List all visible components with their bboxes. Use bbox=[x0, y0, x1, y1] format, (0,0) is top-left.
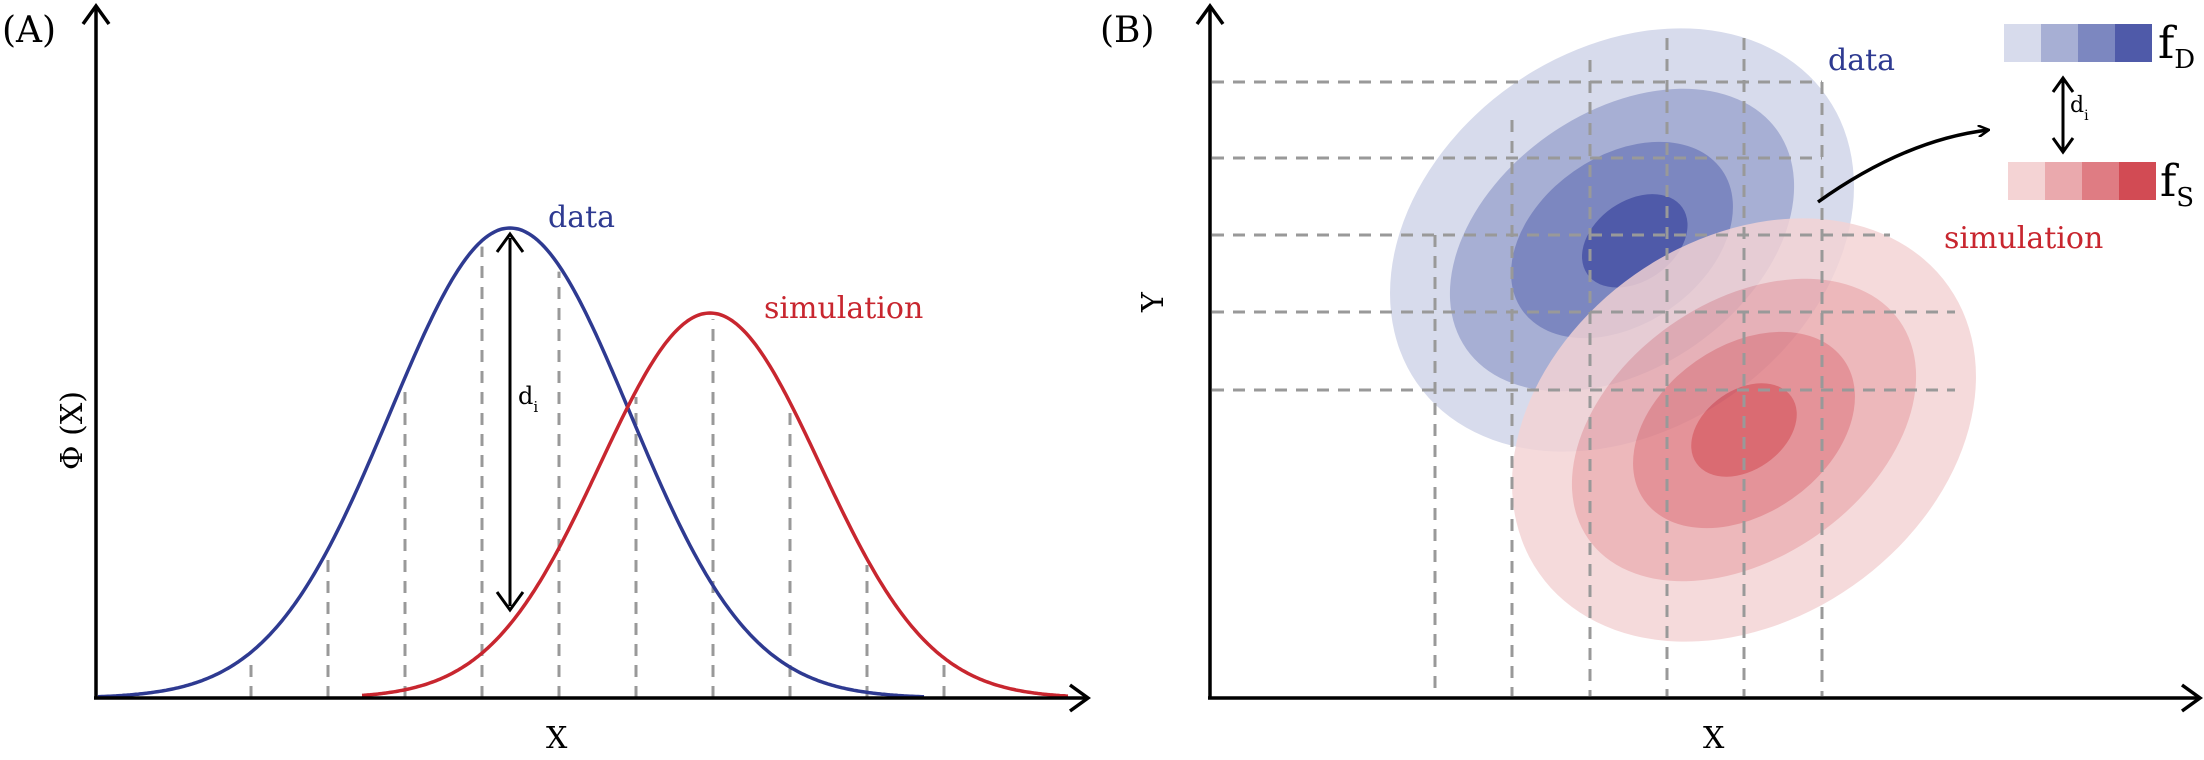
data-curve bbox=[97, 226, 925, 699]
panel-a-distance-label: di bbox=[518, 382, 538, 416]
legend-data-swatches bbox=[2004, 24, 2152, 62]
panel-b-grid bbox=[1212, 38, 1955, 696]
legend-sim-swatch-2 bbox=[2045, 162, 2082, 200]
panel-a-data-label: data bbox=[548, 200, 615, 235]
simulation-contour-core bbox=[1691, 383, 1797, 477]
legend-data-swatch-3 bbox=[2078, 24, 2115, 62]
simulation-curve bbox=[361, 311, 1069, 698]
panel-a-grid bbox=[249, 246, 946, 698]
simulation-contours bbox=[1512, 218, 1976, 642]
panel-a: (A) di data simulation Φ (X) X bbox=[2, 3, 1091, 756]
legend-sim-swatch-3 bbox=[2082, 162, 2119, 200]
panel-b: (B) data simulation Y X bbox=[1100, 3, 2203, 756]
panel-b-pointer-arrow bbox=[1816, 130, 1988, 204]
panel-a-x-axis-arrow bbox=[1068, 683, 1091, 713]
legend-distance-arrow bbox=[2051, 75, 2075, 155]
panel-a-label: (A) bbox=[2, 10, 56, 51]
legend-sim-label: fS bbox=[2160, 156, 2194, 213]
legend-sim-swatch-4 bbox=[2119, 162, 2156, 200]
panel-a-x-axis-label: X bbox=[546, 721, 568, 756]
panel-b-y-axis-arrow bbox=[1195, 3, 1225, 26]
panel-a-simulation-label: simulation bbox=[764, 291, 923, 326]
panel-a-y-axis-label: Φ (X) bbox=[55, 391, 90, 470]
panel-b-x-axis-label: X bbox=[1703, 721, 1725, 756]
legend-distance-label: di bbox=[2070, 93, 2089, 124]
panel-b-x-axis-arrow bbox=[2180, 683, 2203, 713]
panel-b-label: (B) bbox=[1100, 10, 1155, 51]
legend-data-swatch-2 bbox=[2041, 24, 2078, 62]
panel-b-data-label: data bbox=[1828, 43, 1895, 78]
legend-data-label: fD bbox=[2158, 18, 2195, 75]
panel-a-distance-arrow bbox=[495, 231, 525, 613]
legend-sim-swatches bbox=[2008, 162, 2156, 200]
legend-data-swatch-1 bbox=[2004, 24, 2041, 62]
legend-data-swatch-4 bbox=[2115, 24, 2152, 62]
panel-a-y-axis-arrow bbox=[81, 3, 111, 26]
panel-b-simulation-label: simulation bbox=[1944, 221, 2103, 256]
panel-b-y-axis-label: Y bbox=[1136, 291, 1171, 313]
legend-sim-swatch-1 bbox=[2008, 162, 2045, 200]
